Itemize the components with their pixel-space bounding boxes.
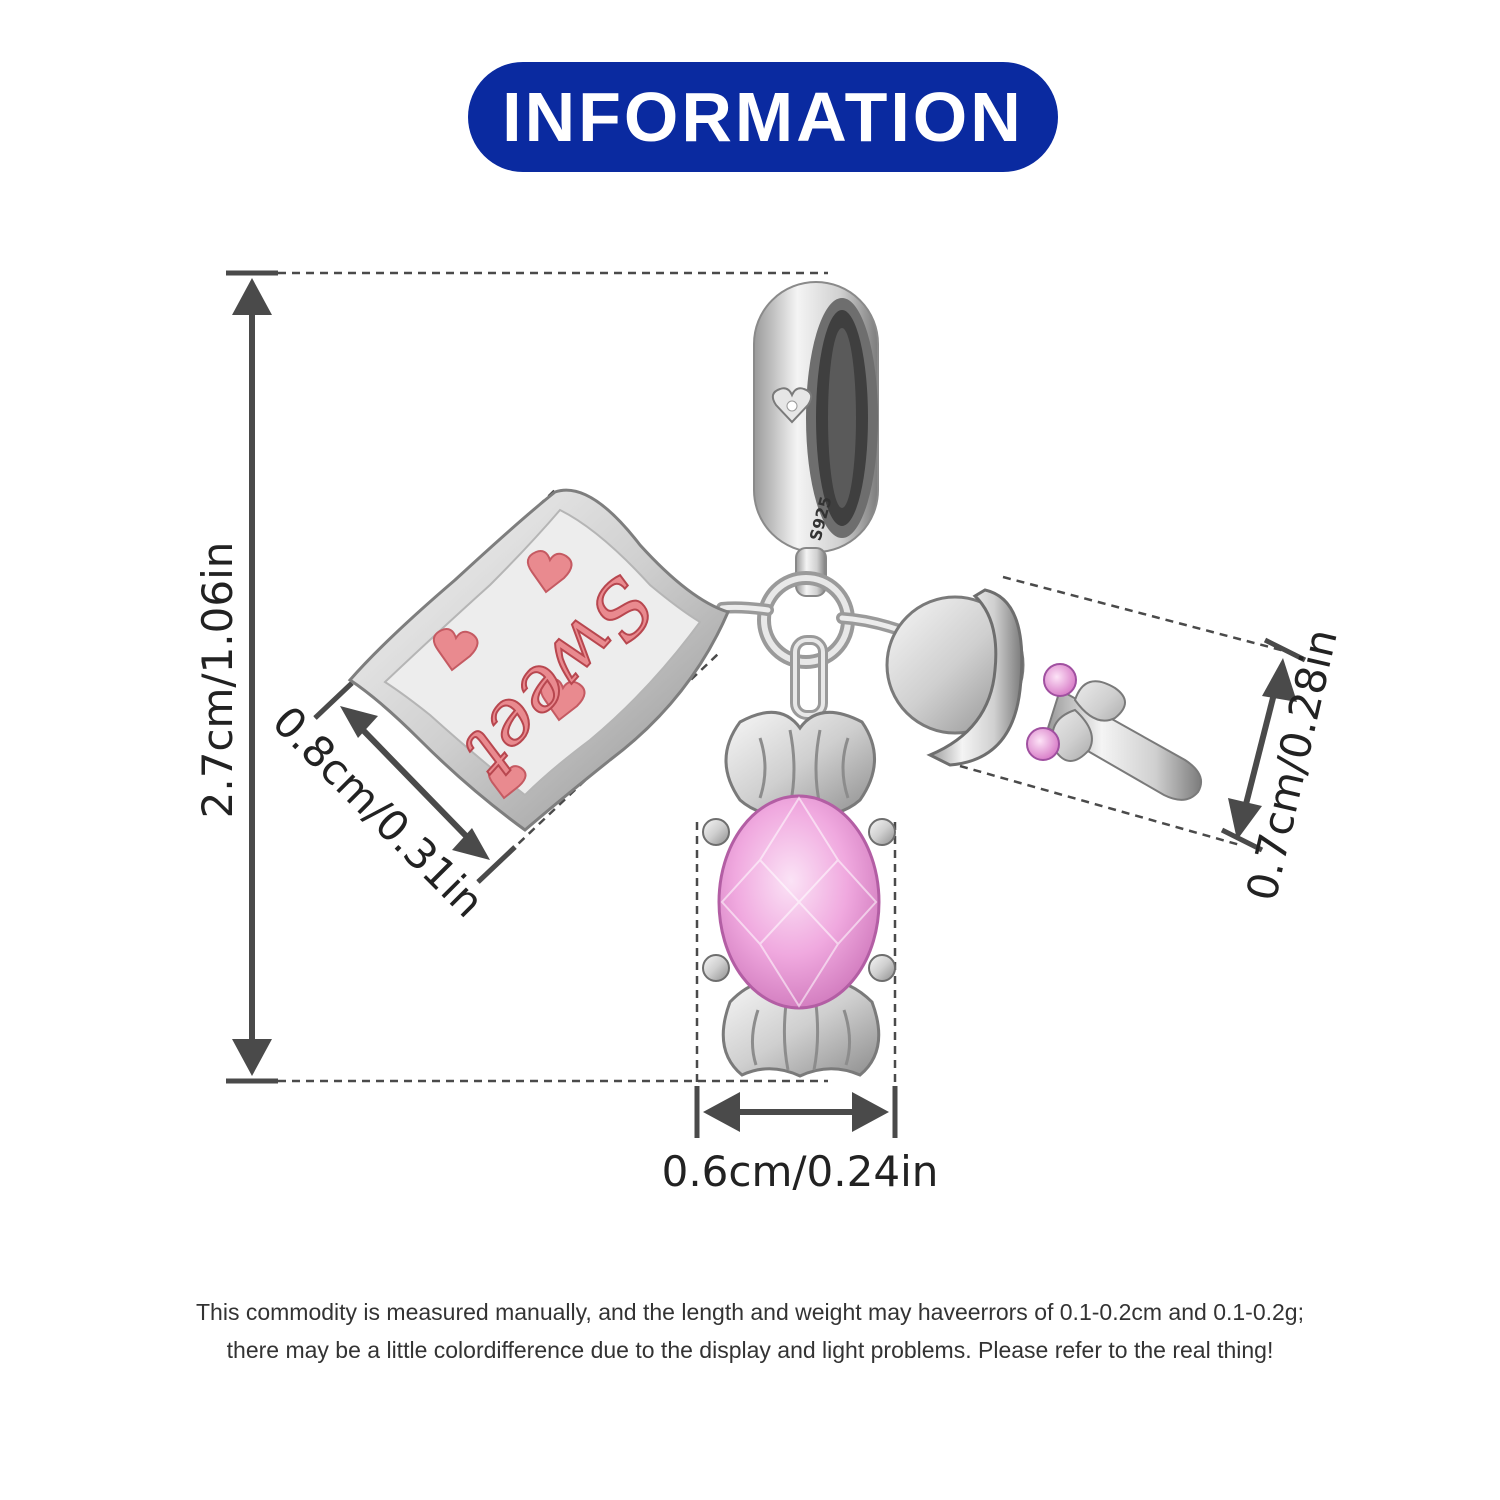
pink-crystal-candy-charm — [702, 710, 896, 1078]
height-label: 2.7cm/1.06in — [193, 542, 242, 819]
candy-width-dimension — [694, 822, 898, 1138]
disclaimer-line-1: This commodity is measured manually, and… — [196, 1299, 1304, 1325]
disclaimer-line-2: there may be a little colordifference du… — [226, 1337, 1274, 1363]
pillow-width-dimension — [313, 489, 719, 884]
small-pink-crystal — [1026, 727, 1060, 761]
title-banner: INFORMATION — [468, 62, 1058, 172]
height-dimension — [226, 270, 828, 1084]
candy-width-label: 0.6cm/0.24in — [662, 1147, 939, 1196]
disclaimer-note: This commodity is measured manually, and… — [0, 1293, 1500, 1369]
lollipop-height-dimension — [959, 575, 1307, 853]
charm-bail: S925 — [753, 281, 879, 553]
small-pink-crystal — [1043, 663, 1077, 697]
page-title: INFORMATION — [502, 78, 1024, 156]
jump-rings — [716, 547, 911, 720]
sweet-pillow-charm: Sweet — [347, 488, 731, 832]
lollipop-charm — [885, 588, 1202, 801]
